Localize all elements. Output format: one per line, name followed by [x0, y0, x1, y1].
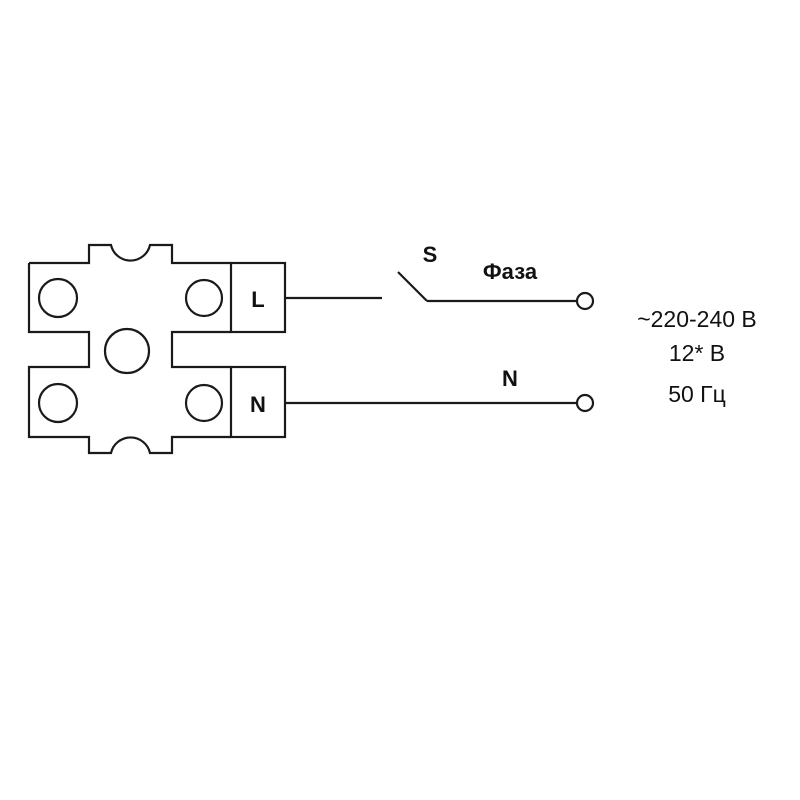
neutral-circuit: N [285, 366, 595, 413]
alt-voltage-text: 12* В [669, 340, 725, 366]
terminal-label-n: N [250, 392, 266, 417]
phase-terminal [575, 291, 595, 311]
mounting-hole [103, 327, 151, 375]
screw-hole [184, 383, 224, 423]
screw-hole [37, 277, 79, 319]
frequency-text: 50 Гц [668, 381, 726, 407]
terminal-label-l: L [251, 287, 264, 312]
terminal-block: L N [27, 243, 287, 455]
neutral-terminal [575, 393, 595, 413]
phase-circuit: S Фаза [285, 242, 595, 311]
neutral-label: N [502, 366, 518, 391]
screw-hole [184, 278, 224, 318]
switch-label: S [423, 242, 438, 267]
screw-hole [37, 382, 79, 424]
switch-contact [397, 271, 428, 302]
voltage-text: ~220-240 В [637, 306, 757, 332]
phase-label: Фаза [483, 259, 538, 284]
terminal-block-outline [27, 243, 231, 455]
supply-specs: ~220-240 В 12* В 50 Гц [637, 306, 757, 407]
